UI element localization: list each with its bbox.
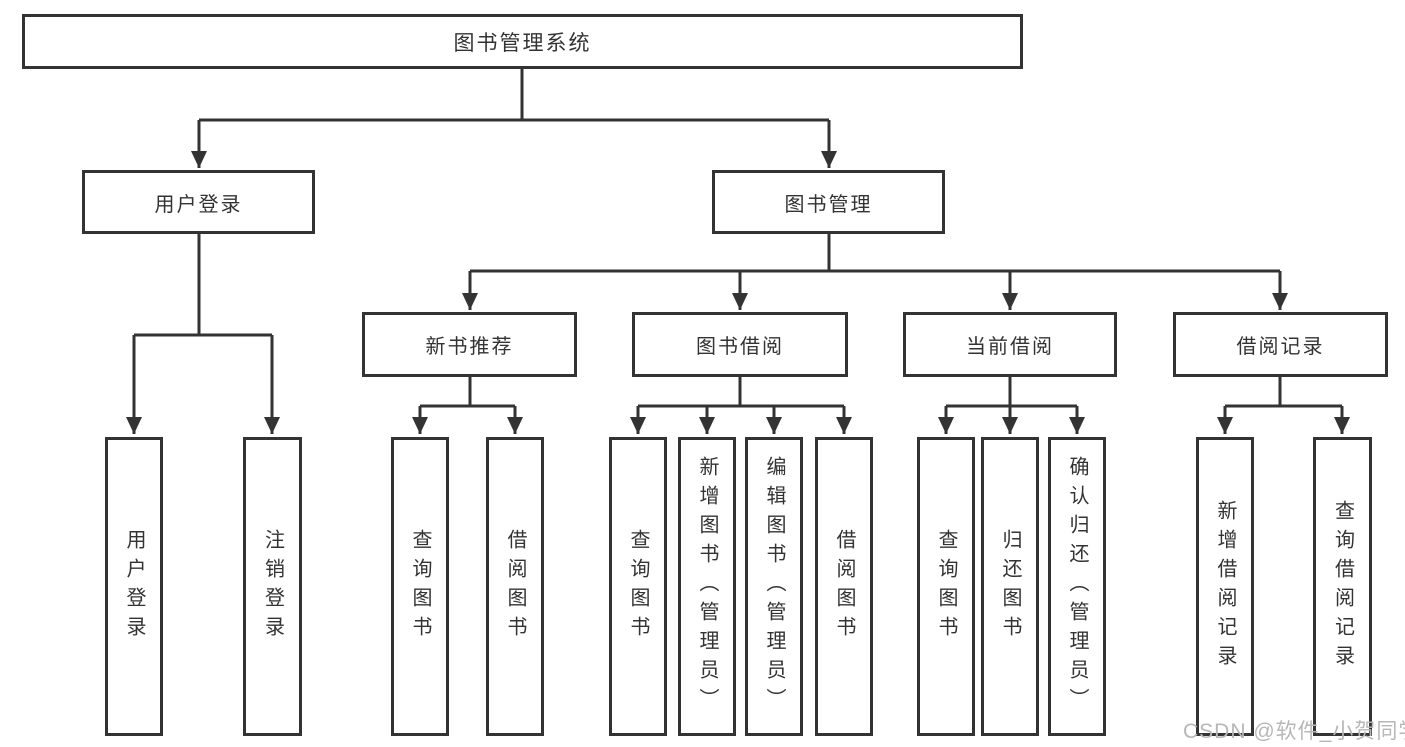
node-label: 当前借阅	[966, 336, 1054, 358]
leaf-borrow-query-books: 查询图书	[609, 437, 667, 736]
leaf-newrec-borrow-books: 借阅图书	[486, 437, 544, 736]
leaf-records-add-borrow-record: 新增借阅记录	[1196, 437, 1254, 736]
node-library-management-system: 图书管理系统	[22, 14, 1023, 69]
node-book-borrowing: 图书借阅	[632, 312, 848, 377]
leaf-borrow-borrow-books: 借阅图书	[815, 437, 873, 736]
node-user-login: 用户登录	[82, 170, 315, 234]
node-label: 归还图书	[999, 528, 1021, 645]
leaf-current-query-books: 查询图书	[917, 437, 975, 736]
node-label: 查询图书	[935, 528, 957, 645]
node-label: 图书管理系统	[453, 31, 592, 55]
node-label: 借阅图书	[833, 528, 855, 645]
leaf-current-confirm-return-admin: 确认归还（管理员）	[1048, 437, 1106, 736]
leaf-newrec-query-books: 查询图书	[391, 437, 449, 736]
leaf-borrow-edit-books-admin: 编辑图书（管理员）	[745, 437, 803, 736]
node-label: 新书推荐	[425, 336, 514, 358]
leaf-user-login: 用户登录	[105, 437, 163, 736]
node-label: 用户登录	[154, 193, 243, 216]
node-label: 图书管理	[784, 193, 873, 216]
node-label: 确认归还（管理员）	[1066, 456, 1088, 717]
node-new-book-recommendation: 新书推荐	[362, 312, 577, 377]
node-label: 借阅记录	[1236, 336, 1325, 358]
node-label: 借阅图书	[504, 528, 526, 645]
node-label: 编辑图书（管理员）	[763, 456, 785, 717]
node-current-borrowing: 当前借阅	[903, 312, 1117, 377]
node-label: 查询借阅记录	[1331, 499, 1354, 674]
leaf-current-return-books: 归还图书	[981, 437, 1039, 736]
leaf-logout-login: 注销登录	[243, 437, 302, 736]
leaf-records-query-borrow-record: 查询借阅记录	[1313, 437, 1372, 736]
watermark: CSDN @软件_小贺同学	[1183, 720, 1405, 743]
node-book-management: 图书管理	[712, 170, 945, 234]
node-label: 新增借阅记录	[1214, 499, 1236, 674]
leaf-borrow-add-books-admin: 新增图书（管理员）	[678, 437, 736, 736]
node-borrowing-records: 借阅记录	[1173, 312, 1388, 377]
node-label: 查询图书	[627, 528, 649, 645]
node-label: 新增图书（管理员）	[696, 456, 718, 717]
node-label: 图书借阅	[696, 336, 784, 358]
node-label: 用户登录	[123, 528, 145, 645]
node-label: 注销登录	[261, 528, 284, 645]
node-label: 查询图书	[409, 528, 431, 645]
